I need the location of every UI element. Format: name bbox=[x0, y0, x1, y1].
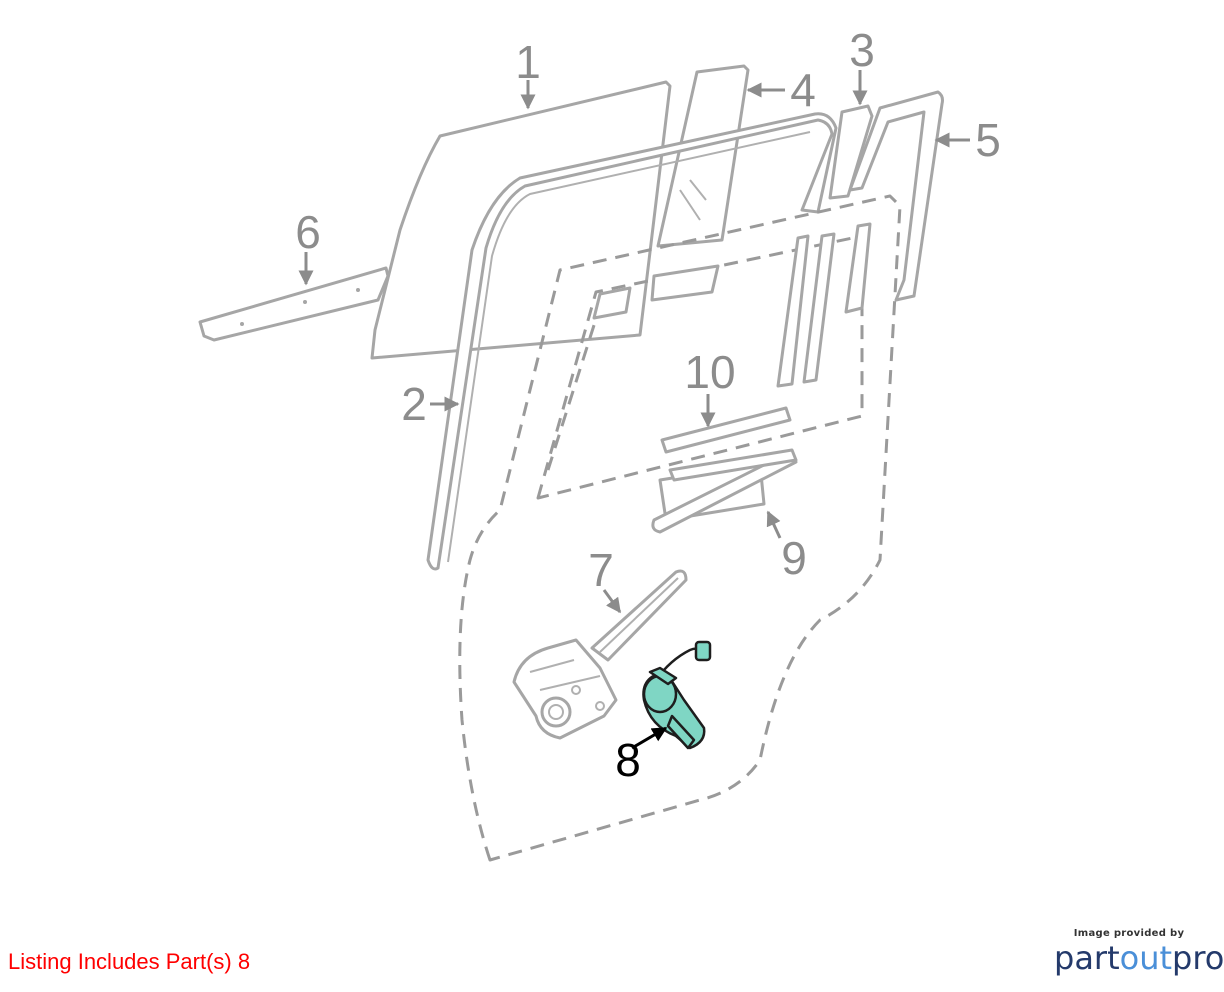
part-7-window-regulator bbox=[512, 569, 688, 740]
part-6-belt-weatherstrip bbox=[198, 266, 390, 342]
brand-logo: Image provided by partoutpro bbox=[1054, 928, 1224, 977]
brand-name-pro: pro bbox=[1172, 939, 1224, 977]
callout-10: 10 bbox=[684, 346, 735, 398]
callout-1: 1 bbox=[515, 36, 541, 88]
callout-3: 3 bbox=[849, 24, 875, 76]
callout-5: 5 bbox=[975, 114, 1001, 166]
callout-4: 4 bbox=[790, 64, 816, 116]
callout-9: 9 bbox=[781, 532, 807, 584]
part-1-door-glass bbox=[370, 80, 672, 360]
part-2-glass-run-channel bbox=[426, 112, 838, 571]
callout-2: 2 bbox=[401, 378, 427, 430]
part-10-glass-channel bbox=[660, 406, 792, 454]
door-channels bbox=[592, 222, 872, 388]
brand-name-part: part bbox=[1054, 939, 1120, 977]
brand-name-out: out bbox=[1119, 939, 1173, 977]
brand-name: partoutpro bbox=[1054, 939, 1224, 977]
part-9-lower-channel bbox=[651, 448, 798, 534]
leader-lines bbox=[298, 70, 970, 750]
part-8-window-motor bbox=[642, 640, 712, 750]
callout-6: 6 bbox=[295, 206, 321, 258]
callout-8: 8 bbox=[615, 734, 641, 786]
brand-caption: Image provided by bbox=[1073, 928, 1185, 939]
callout-7: 7 bbox=[588, 544, 614, 596]
listing-includes-text: Listing Includes Part(s) 8 bbox=[8, 949, 251, 974]
part-3-division-bar bbox=[828, 104, 874, 200]
part-5-quarter-weatherstrip bbox=[848, 90, 944, 302]
